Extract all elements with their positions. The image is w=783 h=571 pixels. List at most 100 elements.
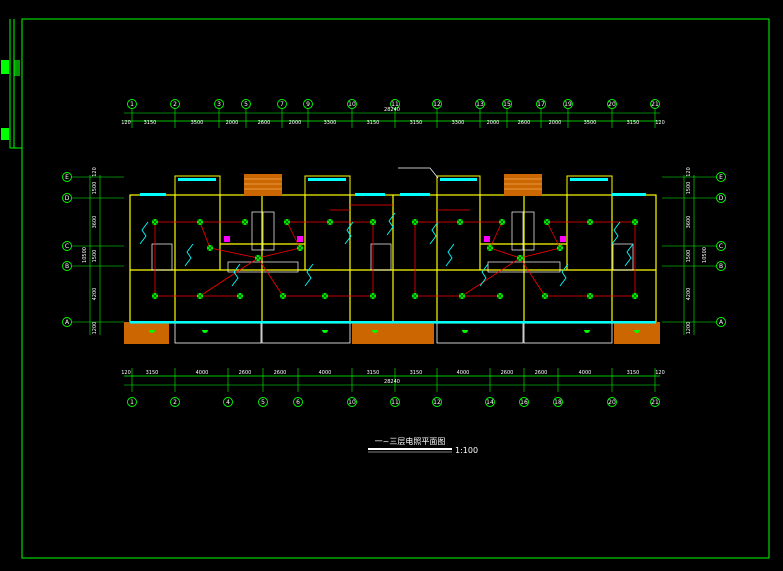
bottom-dim-label: 2600 xyxy=(501,370,514,376)
svg-text:13: 13 xyxy=(476,101,484,108)
bottom-axis-20: 20 xyxy=(607,397,617,407)
wall-outlet xyxy=(322,330,328,333)
wall-outlet xyxy=(372,330,378,333)
svg-text:16: 16 xyxy=(520,399,528,406)
svg-text:14: 14 xyxy=(486,399,494,406)
ceiling-light xyxy=(241,218,249,226)
ceiling-light xyxy=(196,218,204,226)
svg-text:4: 4 xyxy=(226,399,230,406)
svg-text:11: 11 xyxy=(391,101,399,108)
top-axis-19: 19 xyxy=(563,99,573,109)
bottom-dim-label: 2600 xyxy=(535,370,548,376)
right-dim-label: 120 xyxy=(686,167,692,177)
svg-text:17: 17 xyxy=(537,101,545,108)
grid-lines xyxy=(72,108,716,392)
ceiling-light xyxy=(321,292,329,300)
right-dim-label: 1500 xyxy=(686,250,692,263)
ceiling-light xyxy=(254,254,262,262)
bottom-dim-label: 3150 xyxy=(627,370,640,376)
left-dim-label: 1500 xyxy=(92,182,98,195)
svg-text:1: 1 xyxy=(130,101,134,108)
bottom-axis-1: 1 xyxy=(127,397,137,407)
ceiling-light xyxy=(631,218,639,226)
top-dim-label: 2000 xyxy=(289,120,302,126)
drawing-scale: 1:100 xyxy=(455,446,478,455)
svg-text:10: 10 xyxy=(348,101,356,108)
bottom-axis-5: 5 xyxy=(258,397,268,407)
bottom-dim-label: 4000 xyxy=(319,370,332,376)
ceiling-light xyxy=(151,218,159,226)
bottom-dim-label: 4000 xyxy=(579,370,592,376)
row-axis-left-C: C xyxy=(62,241,72,251)
svg-text:D: D xyxy=(65,195,70,202)
top-axis-11: 11 xyxy=(390,99,400,109)
building-walls xyxy=(129,194,657,324)
bottom-axis-14: 14 xyxy=(485,397,495,407)
right-dim-label: 4200 xyxy=(686,288,692,301)
svg-text:B: B xyxy=(719,263,723,270)
top-projections xyxy=(174,175,613,196)
ceiling-light xyxy=(486,244,494,252)
row-axis-left-A: A xyxy=(62,317,72,327)
row-axis-right-E: E xyxy=(716,172,726,182)
bottom-axis-16: 16 xyxy=(519,397,529,407)
top-axis-21: 21 xyxy=(650,99,660,109)
wall-outlet xyxy=(149,330,155,333)
light-fixtures xyxy=(149,218,640,333)
svg-text:B: B xyxy=(65,263,69,270)
wall-outlet xyxy=(584,330,590,333)
ceiling-light xyxy=(516,254,524,262)
svg-text:A: A xyxy=(65,319,70,326)
top-dim-label: 3300 xyxy=(452,120,465,126)
ceiling-light xyxy=(279,292,287,300)
row-axis-left-E: E xyxy=(62,172,72,182)
svg-text:5: 5 xyxy=(261,399,265,406)
svg-text:6: 6 xyxy=(296,399,300,406)
bottom-axis-21: 21 xyxy=(650,397,660,407)
svg-text:10: 10 xyxy=(348,399,356,406)
row-axis-right-D: D xyxy=(716,193,726,203)
top-axis-20: 20 xyxy=(607,99,617,109)
bottom-dim-label: 4000 xyxy=(196,370,209,376)
bottom-balconies xyxy=(124,322,660,344)
ceiling-light xyxy=(151,292,159,300)
svg-text:12: 12 xyxy=(433,399,441,406)
bottom-dim-label: 3150 xyxy=(367,370,380,376)
top-dim-label: 3500 xyxy=(191,120,204,126)
top-axis-15: 15 xyxy=(502,99,512,109)
ceiling-light xyxy=(543,218,551,226)
svg-text:18: 18 xyxy=(554,399,562,406)
top-dimension-line xyxy=(124,112,660,122)
top-axis-2: 2 xyxy=(170,99,180,109)
top-axis-5: 5 xyxy=(241,99,251,109)
ceiling-light xyxy=(456,218,464,226)
ceiling-light xyxy=(541,292,549,300)
top-axis-10: 10 xyxy=(347,99,357,109)
top-axis-9: 9 xyxy=(303,99,313,109)
wall-outlet xyxy=(462,330,468,333)
left-total-dimension: 10500 xyxy=(82,247,88,263)
bottom-axis-6: 6 xyxy=(293,397,303,407)
left-dim-label: 1500 xyxy=(92,250,98,263)
row-axis-right-B: B xyxy=(716,261,726,271)
top-axis-7: 7 xyxy=(277,99,287,109)
ceiling-light xyxy=(411,218,419,226)
bottom-axis-4: 4 xyxy=(223,397,233,407)
svg-text:20: 20 xyxy=(608,399,616,406)
svg-text:11: 11 xyxy=(391,399,399,406)
svg-text:E: E xyxy=(65,174,69,181)
bottom-axis-2: 2 xyxy=(170,397,180,407)
svg-text:21: 21 xyxy=(651,101,659,108)
svg-text:21: 21 xyxy=(651,399,659,406)
row-axis-right-A: A xyxy=(716,317,726,327)
top-dim-label: 3150 xyxy=(144,120,157,126)
left-dim-label: 3600 xyxy=(92,216,98,229)
title-strip xyxy=(1,19,22,149)
svg-text:20: 20 xyxy=(608,101,616,108)
top-dim-label: 2600 xyxy=(518,120,531,126)
svg-text:5: 5 xyxy=(244,101,248,108)
ceiling-light xyxy=(411,292,419,300)
